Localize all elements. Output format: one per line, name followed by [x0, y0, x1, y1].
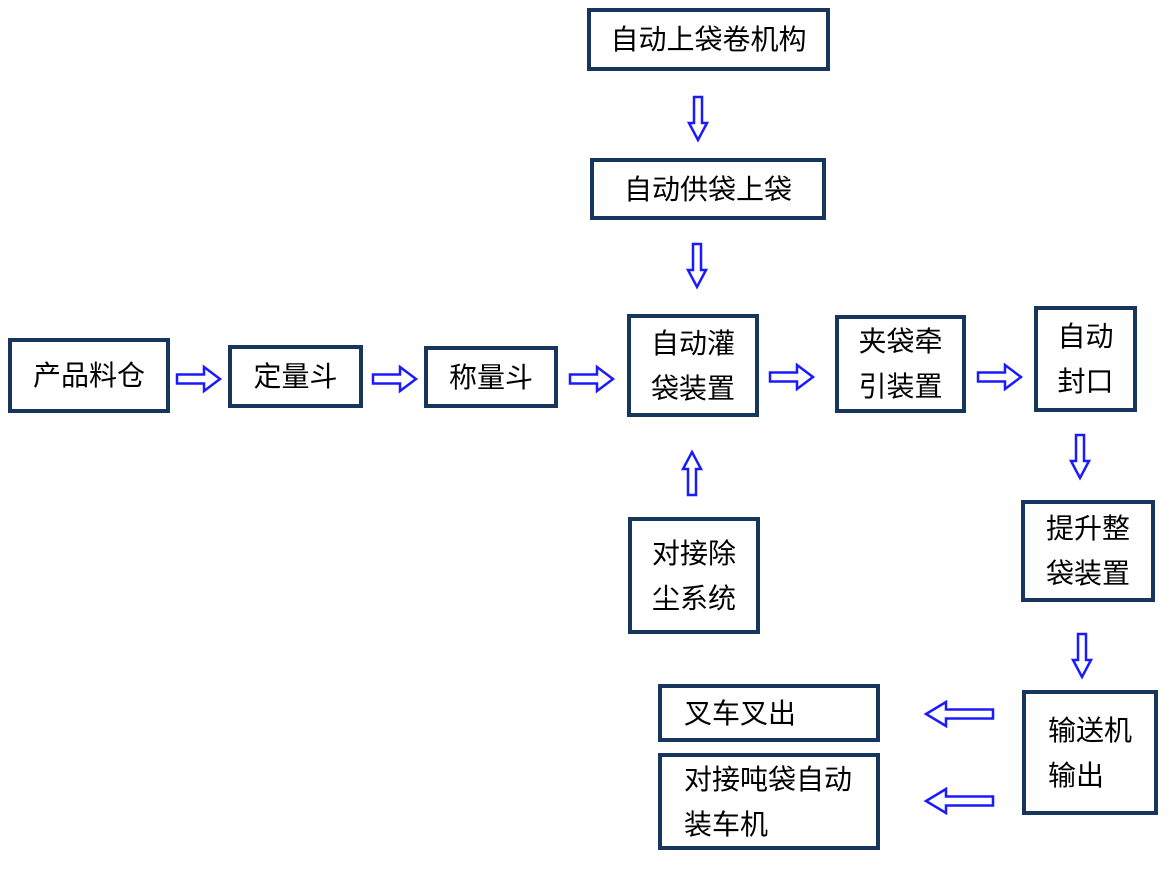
arrow-right-silo-to-dosing-icon — [175, 364, 223, 394]
node-auto-bag-supply: 自动供袋上袋 — [590, 158, 826, 220]
node-label-group: 自动上袋卷机构 — [610, 17, 806, 62]
arrow-left-conveyor-to-forklift-icon — [922, 699, 995, 729]
node-label: 定量斗 — [253, 360, 338, 393]
node-label: 封口 — [1057, 365, 1114, 398]
node-label: 尘系统 — [651, 581, 736, 615]
node-bag-clamp-traction: 夹袋牵 引装置 — [835, 315, 966, 413]
arrow-right-filling-to-clamp-icon — [768, 362, 816, 392]
arrow-right-dosing-to-weighing-icon — [371, 364, 419, 394]
node-label-group: 对接除 尘系统 — [652, 531, 736, 621]
node-label-group: 自动灌 袋装置 — [651, 321, 735, 411]
node-auto-bag-roll-mechanism: 自动上袋卷机构 — [587, 8, 830, 71]
node-label-group: 夹袋牵 引装置 — [858, 319, 942, 409]
node-auto-filling-device: 自动灌 袋装置 — [627, 314, 759, 417]
arrow-right-clamp-to-sealing-icon — [976, 362, 1024, 392]
node-label: 装车机 — [684, 807, 769, 841]
node-label: 叉车叉出 — [684, 696, 797, 730]
node-label: 引装置 — [858, 370, 943, 403]
node-conveyor-output: 输送机 输出 — [1022, 690, 1158, 815]
node-label: 输送机 — [1047, 713, 1132, 747]
node-product-silo: 产品料仓 — [8, 338, 170, 413]
node-label: 输出 — [1047, 758, 1104, 792]
arrow-down-bagroll-to-bagsupply-icon — [687, 95, 709, 143]
node-label-group: 提升整 袋装置 — [1046, 506, 1130, 596]
node-label: 自动上袋卷机构 — [610, 23, 807, 56]
node-label: 对接吨袋自动 — [684, 762, 853, 796]
arrow-right-weighing-to-filling-icon — [568, 364, 616, 394]
node-auto-sealing: 自动 封口 — [1034, 306, 1137, 412]
node-dosing-hopper: 定量斗 — [228, 345, 363, 408]
node-label: 提升整 — [1045, 512, 1130, 545]
node-label: 对接除 — [651, 536, 736, 570]
node-label-group: 定量斗 — [253, 354, 337, 399]
node-forklift-out: 叉车叉出 — [658, 684, 880, 742]
node-label: 袋装置 — [1045, 557, 1130, 590]
node-weighing-hopper: 称量斗 — [424, 346, 558, 408]
node-label-group: 自动 封口 — [1057, 314, 1113, 404]
node-label: 产品料仓 — [32, 359, 145, 392]
node-label-group: 称量斗 — [449, 355, 533, 400]
node-label: 自动 — [1057, 320, 1114, 353]
node-label: 自动供袋上袋 — [623, 172, 792, 206]
node-label-group: 输送机 输出 — [1048, 708, 1132, 798]
node-dust-removal-docking: 对接除 尘系统 — [628, 517, 760, 634]
node-label-group: 叉车叉出 — [684, 691, 796, 736]
arrow-down-sealing-to-lift-icon — [1069, 433, 1091, 481]
node-lift-whole-bag: 提升整 袋装置 — [1021, 500, 1155, 602]
arrow-down-bagsupply-to-filling-icon — [686, 242, 708, 290]
node-label-group: 对接吨袋自动 装车机 — [684, 757, 852, 847]
arrow-left-conveyor-to-tonbag-icon — [922, 786, 995, 816]
node-label: 夹袋牵 — [858, 325, 943, 358]
node-label: 袋装置 — [650, 371, 735, 405]
node-label-group: 自动供袋上袋 — [624, 167, 792, 212]
arrow-up-dust-to-filling-icon — [681, 449, 703, 497]
node-ton-bag-loader-docking: 对接吨袋自动 装车机 — [658, 753, 880, 850]
node-label: 自动灌 — [650, 326, 735, 360]
node-label: 称量斗 — [448, 360, 533, 394]
node-label-group: 产品料仓 — [33, 353, 145, 398]
arrow-down-lift-to-conveyor-icon — [1071, 632, 1093, 680]
